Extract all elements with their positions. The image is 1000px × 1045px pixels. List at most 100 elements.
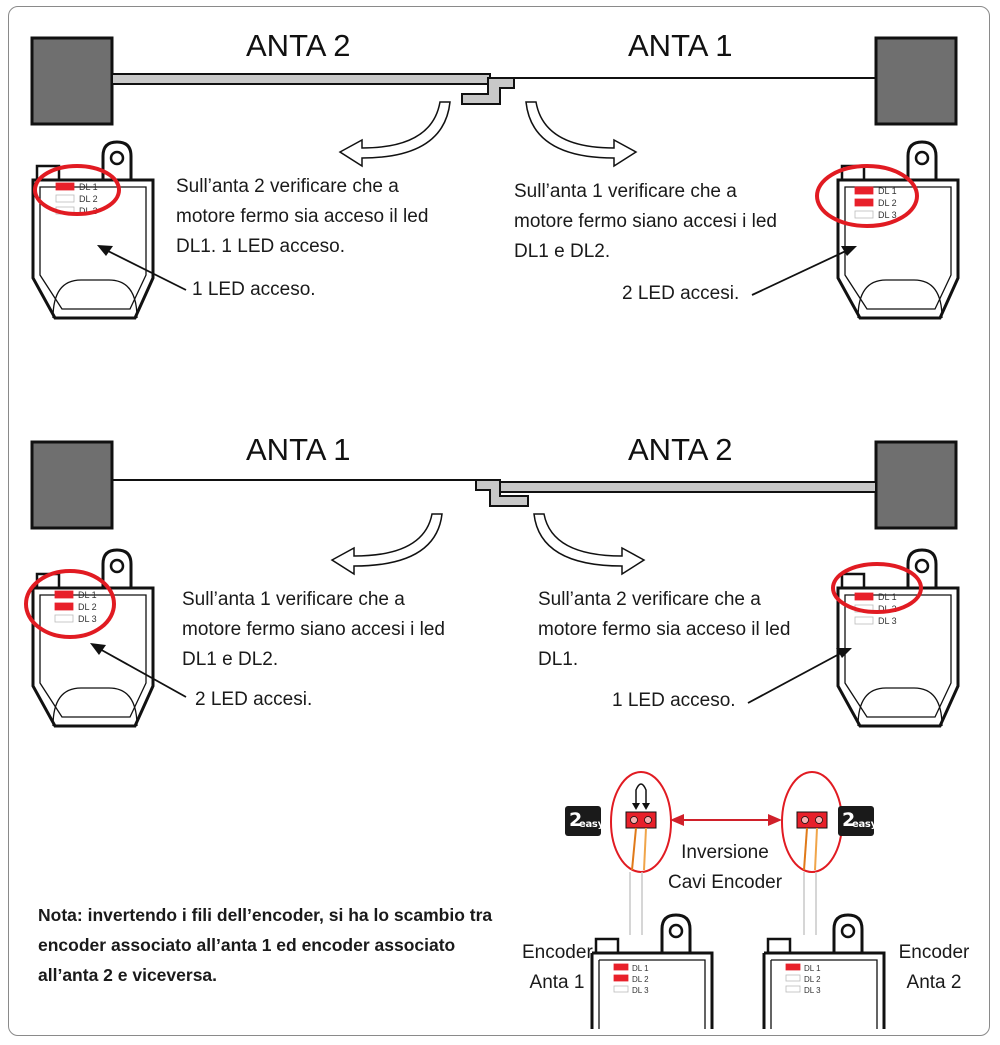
led-label: DL 1 bbox=[804, 964, 821, 973]
curved-arrow-icon bbox=[338, 101, 451, 168]
bottom-scenario-gate bbox=[30, 440, 958, 530]
led-label: DL 3 bbox=[78, 614, 97, 624]
highlight-circle bbox=[610, 771, 672, 873]
connector-right bbox=[781, 771, 843, 873]
diagram-frame bbox=[8, 6, 990, 1036]
encoder-label-left: Encoder Anta 1 bbox=[522, 942, 593, 993]
callout-top-right: 2 LED accesi. bbox=[622, 283, 740, 304]
led-2 bbox=[785, 974, 801, 982]
led-1 bbox=[54, 590, 74, 599]
instruction-top-left: Sull’anta 2 verificare che a motore ferm… bbox=[176, 176, 429, 257]
led-3 bbox=[854, 616, 874, 625]
led-label: DL 2 bbox=[804, 975, 821, 984]
gate-leaf-icon bbox=[112, 479, 529, 507]
control-unit-icon bbox=[590, 913, 714, 1031]
connector-left bbox=[610, 771, 672, 873]
led-1 bbox=[55, 182, 75, 191]
led-1 bbox=[854, 592, 874, 601]
led-3 bbox=[613, 985, 629, 993]
led-indicator-icon: DL 1 DL 2 DL 3 bbox=[55, 182, 98, 216]
highlight-circle bbox=[831, 562, 923, 614]
curved-arrow-icon bbox=[330, 513, 443, 576]
callout-arrow bbox=[105, 249, 187, 291]
instruction-bottom-right: Sull’anta 2 verificare che a motore ferm… bbox=[538, 589, 791, 670]
led-indicator-icon: DL 1 DL 2 DL 3 bbox=[854, 186, 897, 220]
callout-arrowhead bbox=[97, 245, 113, 256]
callout-bottom-left: 2 LED accesi. bbox=[195, 689, 313, 710]
pillar-icon bbox=[874, 440, 958, 530]
curved-arrow-icon bbox=[533, 513, 646, 576]
instruction-bottom-left: Sull’anta 1 verificare che a motore ferm… bbox=[182, 589, 445, 670]
led-label: DL 2 bbox=[878, 604, 897, 614]
led-1 bbox=[785, 963, 801, 971]
led-indicator-icon: DL 1 DL 2 DL 3 bbox=[785, 963, 821, 995]
led-indicator-icon: DL 1 DL 2 DL 3 bbox=[613, 963, 649, 995]
callout-arrow bbox=[97, 647, 187, 698]
led-label: DL 3 bbox=[878, 210, 897, 220]
callout-arrowhead bbox=[841, 246, 857, 256]
led-label: DL 1 bbox=[878, 186, 897, 196]
led-label: DL 1 bbox=[79, 182, 98, 192]
led-3 bbox=[785, 985, 801, 993]
pillar-icon bbox=[874, 36, 958, 126]
control-unit-icon bbox=[762, 913, 886, 1031]
callout-arrow bbox=[751, 249, 849, 296]
leaf-label-bottom-left: ANTA 1 bbox=[246, 432, 351, 467]
pillar-icon bbox=[30, 36, 114, 126]
led-label: DL 3 bbox=[632, 986, 649, 995]
led-label: DL 2 bbox=[632, 975, 649, 984]
logo-sub: easy bbox=[852, 819, 877, 830]
gate-leaf-icon bbox=[461, 77, 876, 105]
led-1 bbox=[854, 186, 874, 195]
led-label: DL 1 bbox=[632, 964, 649, 973]
led-3 bbox=[854, 210, 874, 219]
led-label: DL 2 bbox=[878, 198, 897, 208]
callout-bottom-right: 1 LED acceso. bbox=[612, 690, 736, 711]
led-label: DL 3 bbox=[79, 206, 98, 216]
callout-arrow bbox=[747, 651, 844, 704]
led-indicator-icon: DL 1 DL 2 DL 3 bbox=[54, 590, 97, 624]
logo-main: 2 bbox=[569, 809, 583, 831]
leaf-label-bottom-right: ANTA 2 bbox=[628, 432, 733, 467]
logo-sub: easy bbox=[579, 819, 604, 830]
note-text: Nota: invertendo i fili dell’encoder, si… bbox=[38, 905, 493, 985]
led-3 bbox=[54, 614, 74, 623]
gate-leaf-icon bbox=[111, 73, 491, 85]
led-2 bbox=[54, 602, 74, 611]
connector-icon bbox=[625, 811, 657, 829]
led-label: DL 1 bbox=[878, 592, 897, 602]
led-2 bbox=[854, 198, 874, 207]
led-label: DL 3 bbox=[804, 986, 821, 995]
highlight-circle bbox=[24, 569, 116, 639]
led-label: DL 1 bbox=[78, 590, 97, 600]
callout-arrowhead bbox=[90, 643, 106, 655]
swap-wires-arrow bbox=[635, 783, 647, 806]
led-label: DL 2 bbox=[78, 602, 97, 612]
callout-top-left: 1 LED acceso. bbox=[192, 279, 316, 300]
control-unit-icon bbox=[836, 548, 960, 728]
logo-main: 2 bbox=[842, 809, 856, 831]
encoder-cables bbox=[629, 872, 817, 935]
led-2 bbox=[55, 194, 75, 203]
double-arrow bbox=[670, 814, 782, 826]
encoder-label-right: Encoder Anta 2 bbox=[898, 942, 970, 993]
callout-arrowhead bbox=[836, 648, 852, 658]
connector-icon bbox=[796, 811, 828, 829]
led-1 bbox=[613, 963, 629, 971]
highlight-circle bbox=[33, 164, 121, 216]
swap-label: Inversione Cavi Encoder bbox=[667, 842, 783, 893]
led-label: DL 2 bbox=[79, 194, 98, 204]
brand-logo-icon: 2 easy bbox=[565, 806, 604, 836]
brand-logo-icon: 2 easy bbox=[838, 806, 877, 836]
pillar-icon bbox=[30, 440, 114, 530]
top-scenario-gate bbox=[30, 36, 958, 126]
led-label: DL 3 bbox=[878, 616, 897, 626]
leaf-label-top-right: ANTA 1 bbox=[628, 28, 733, 63]
highlight-circle bbox=[815, 164, 919, 228]
curved-arrow-icon bbox=[525, 101, 638, 168]
leaf-label-top-left: ANTA 2 bbox=[246, 28, 351, 63]
led-2 bbox=[613, 974, 629, 982]
instruction-top-right: Sull’anta 1 verificare che a motore ferm… bbox=[514, 181, 777, 262]
gate-leaf-icon bbox=[499, 481, 877, 493]
